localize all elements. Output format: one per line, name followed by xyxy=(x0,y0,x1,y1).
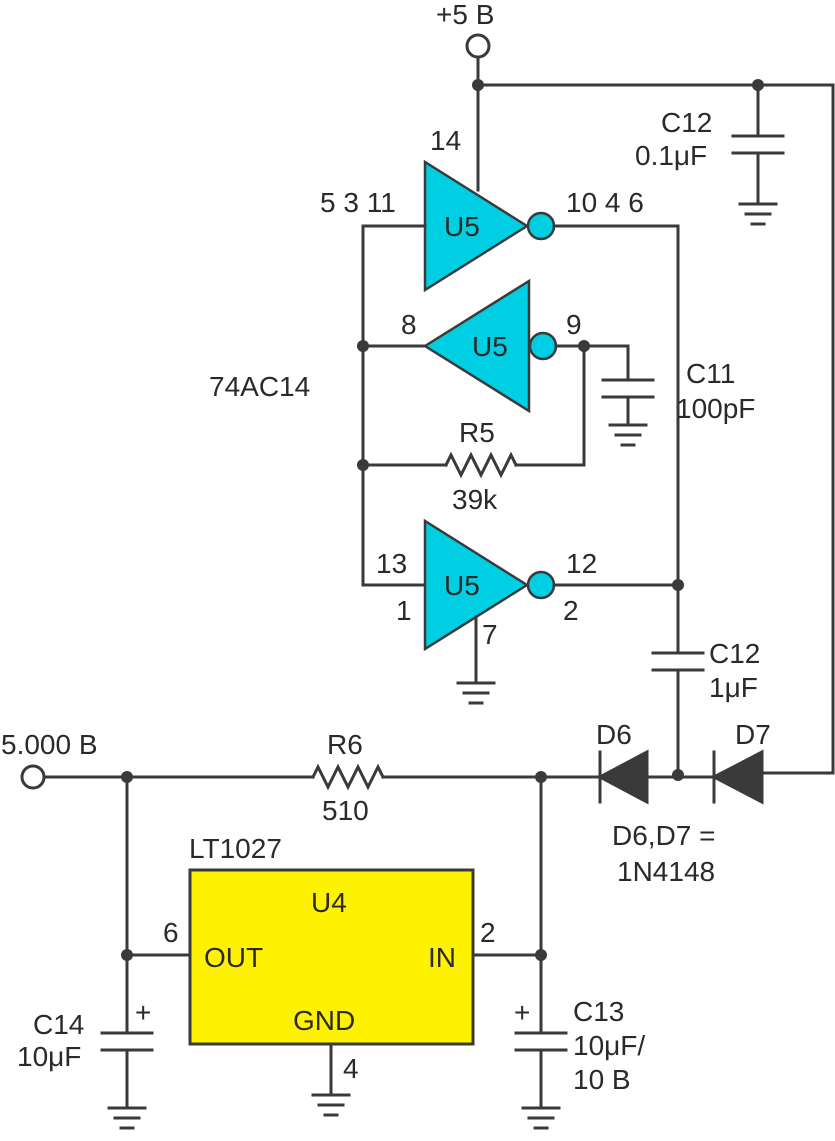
gate-3-ref: U5 xyxy=(444,570,480,601)
regulator-pin-in-num: 2 xyxy=(480,917,496,948)
c14-value: 10μF xyxy=(17,1041,81,1072)
c13-polarity: + xyxy=(514,997,530,1028)
capacitor-c13 xyxy=(514,1031,568,1110)
gate-1-output-wire xyxy=(552,224,680,655)
resistor-r5 xyxy=(361,451,586,479)
d7-ref: D7 xyxy=(735,719,771,750)
regulator-u4 xyxy=(188,868,475,1046)
gate-2-pin-out: 9 xyxy=(566,309,582,340)
ground-symbol-c11 xyxy=(608,423,648,447)
regulator-ground xyxy=(311,1042,351,1117)
supply-label: +5 B xyxy=(436,0,494,30)
gate-2-ref: U5 xyxy=(472,331,508,362)
inverter-ic-label: 74AC14 xyxy=(209,371,310,402)
input-bus xyxy=(357,224,427,587)
c13-ref: C13 xyxy=(573,996,624,1027)
inverter-gate-2 xyxy=(422,278,558,414)
r5-value: 39k xyxy=(452,484,498,515)
c12-mid-value: 1μF xyxy=(709,672,758,703)
gate-3-pin-in-b: 1 xyxy=(396,595,412,626)
capacitor-c14 xyxy=(100,1031,154,1110)
ground-symbol-c13 xyxy=(521,1106,561,1130)
output-voltage-label: 5.000 B xyxy=(1,729,98,760)
c13-voltage: 10 B xyxy=(573,1064,631,1095)
gate-3-pin-out-a: 12 xyxy=(566,548,597,579)
c12-top-ref: C12 xyxy=(661,107,712,138)
c11-ref: C11 xyxy=(686,358,735,389)
gate-3-output-wire xyxy=(552,579,684,591)
gate-3-ground xyxy=(456,615,496,705)
regulator-pin-in-label: IN xyxy=(428,942,456,973)
c11-value: 100pF xyxy=(676,393,755,424)
diode-note-line-2: 1N4148 xyxy=(617,856,715,887)
regulator-output-wiring xyxy=(121,775,192,1035)
regulator-pin-out-label: OUT xyxy=(204,942,263,973)
c14-ref: C14 xyxy=(33,1009,84,1040)
capacitor-c12-coupling xyxy=(651,651,705,781)
r6-ref: R6 xyxy=(327,729,363,760)
diode-note-line-1: D6,D7 = xyxy=(612,820,716,851)
gate-3-pin-in-a: 13 xyxy=(376,548,407,579)
diode-d7 xyxy=(710,749,835,805)
c12-top-value: 0.1μF xyxy=(635,140,707,171)
c13-value: 10μF/ xyxy=(573,1030,645,1061)
supply-terminal xyxy=(465,33,491,87)
r6-value: 510 xyxy=(322,795,369,826)
gate-2-output-wire xyxy=(554,340,630,467)
output-line xyxy=(43,771,315,783)
gate-3-pin-out-b: 2 xyxy=(563,595,579,626)
vcc-rail xyxy=(472,79,835,775)
capacitor-c11 xyxy=(601,344,655,427)
gate-1-pins-out: 10 4 6 xyxy=(566,187,644,218)
diode-d6 xyxy=(596,749,716,805)
gate-1-pin-vcc: 14 xyxy=(430,125,461,156)
capacitor-c12-decoupling xyxy=(731,83,785,206)
c14-polarity: + xyxy=(135,997,151,1028)
regulator-pin-gnd-label: GND xyxy=(293,1005,355,1036)
gate-2-pin-in: 8 xyxy=(401,309,417,340)
resistor-r6 xyxy=(310,763,602,791)
ground-symbol-c12 xyxy=(738,202,778,226)
gate-1-pins-in: 5 3 11 xyxy=(320,187,396,218)
r5-ref: R5 xyxy=(459,417,495,448)
c12-mid-ref: C12 xyxy=(709,638,760,669)
d6-ref: D6 xyxy=(596,719,632,750)
regulator-part-number: LT1027 xyxy=(189,833,282,864)
regulator-ref: U4 xyxy=(311,887,347,918)
output-terminal xyxy=(20,764,46,790)
gate-1-ref: U5 xyxy=(444,211,480,242)
regulator-input-wiring xyxy=(471,775,547,1035)
ground-symbol-c14 xyxy=(107,1106,147,1130)
regulator-pin-gnd-num: 4 xyxy=(343,1053,359,1084)
regulator-pin-out-num: 6 xyxy=(163,917,179,948)
gate-3-pin-gnd: 7 xyxy=(482,619,498,650)
